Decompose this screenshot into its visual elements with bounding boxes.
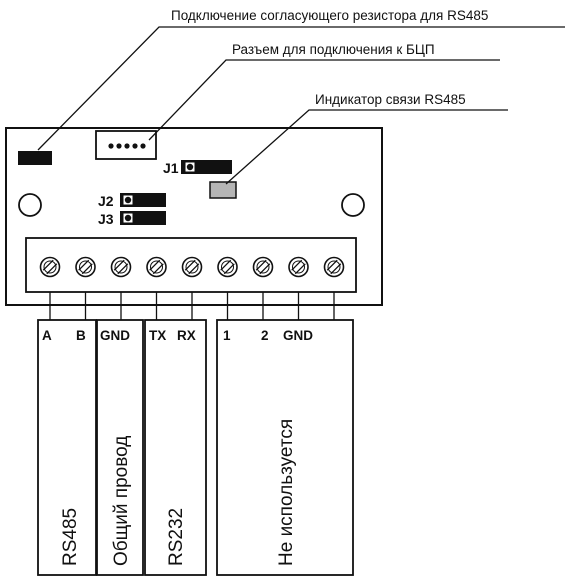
pin-label-gnd-2: GND <box>283 328 313 343</box>
terminal-screw <box>288 256 309 278</box>
terminal-screw <box>217 256 238 278</box>
group-box-unused <box>216 319 354 576</box>
group-label-common: Общий провод <box>111 436 132 566</box>
pin-label-b: B <box>76 328 86 343</box>
terminal-screw <box>146 256 167 278</box>
pin-label-1: 1 <box>223 328 231 343</box>
connector-pins <box>108 143 146 149</box>
pin-label-2: 2 <box>261 328 269 343</box>
mounting-hole-left <box>18 193 42 217</box>
jumper-j2-label: J2 <box>98 193 114 209</box>
callout-leader-indicator <box>225 109 508 185</box>
group-label-rs232: RS232 <box>166 508 187 566</box>
group-box-common <box>96 319 144 576</box>
callout-leader-resistor <box>37 26 565 151</box>
callout-indicator: Индикатор связи RS485 <box>315 92 466 107</box>
group-label-rs485: RS485 <box>60 508 81 566</box>
terminal-screw <box>39 256 61 278</box>
group-box-rs232 <box>144 319 207 576</box>
callout-leader-connector <box>148 59 500 141</box>
indicator-led <box>209 181 237 199</box>
jumper-j3-label: J3 <box>98 211 114 227</box>
pin-label-tx: TX <box>149 328 166 343</box>
jumper-j1-label: J1 <box>163 160 179 176</box>
terminal-screw <box>110 256 132 278</box>
pin-label-a: A <box>42 328 52 343</box>
pin-label-rx: RX <box>177 328 196 343</box>
callout-connector: Разъем для подключения к БЦП <box>232 42 435 57</box>
terminal-screw <box>181 256 203 278</box>
jumper-j2 <box>120 193 166 207</box>
jumper-j3 <box>120 211 166 225</box>
group-box-rs485 <box>37 319 97 576</box>
jumper-j1 <box>181 160 232 174</box>
terminal-screws <box>39 256 345 321</box>
terminal-screw <box>323 256 345 278</box>
pin-label-gnd: GND <box>100 328 130 343</box>
terminal-screw <box>252 256 274 278</box>
resistor-jumper <box>18 151 52 165</box>
callout-resistor: Подключение согласующего резистора для R… <box>171 8 488 23</box>
mounting-hole-right <box>341 193 365 217</box>
group-label-unused: Не используется <box>276 419 297 566</box>
terminal-screw <box>75 256 96 278</box>
